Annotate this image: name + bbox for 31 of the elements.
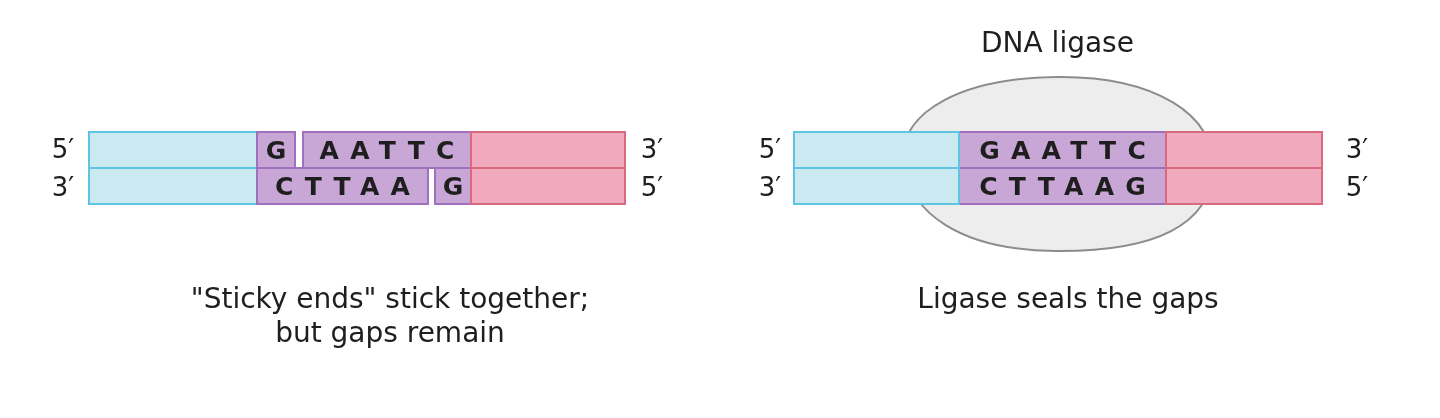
strand-end-label: 5′ xyxy=(640,173,664,203)
dna-strand-segment xyxy=(793,131,960,169)
sequence-segment xyxy=(256,131,296,169)
strand-end-label: 3′ xyxy=(758,173,782,203)
strand-end-label: 3′ xyxy=(1345,135,1369,165)
strand-end-label: 5′ xyxy=(51,135,75,165)
base-sequence: CTTAAG xyxy=(978,173,1158,199)
base-sequence: G xyxy=(441,173,475,199)
sequence-segment xyxy=(958,167,1167,205)
base-sequence: GAATTC xyxy=(978,137,1158,163)
dna-strand-segment xyxy=(470,131,626,169)
base-sequence: CTTAA xyxy=(274,173,422,199)
strand-end-label: 3′ xyxy=(640,135,664,165)
enzyme-label: DNA ligase xyxy=(980,26,1135,60)
sequence-segment xyxy=(256,167,429,205)
dna-strand-segment xyxy=(88,167,258,205)
sequence-segment xyxy=(302,131,472,169)
caption: "Sticky ends" stick together; but gaps remain xyxy=(189,282,591,350)
sequence-segment xyxy=(958,131,1167,169)
caption: Ligase seals the gaps xyxy=(916,282,1220,316)
base-sequence: G xyxy=(264,137,298,163)
strand-end-label: 5′ xyxy=(758,135,782,165)
strand-end-label: 3′ xyxy=(51,173,75,203)
strand-end-label: 5′ xyxy=(1345,173,1369,203)
sequence-segment xyxy=(434,167,472,205)
dna-strand-segment xyxy=(1165,167,1323,205)
dna-strand-segment xyxy=(470,167,626,205)
dna-strand-segment xyxy=(793,167,960,205)
base-sequence: AATTC xyxy=(318,137,466,163)
dna-strand-segment xyxy=(1165,131,1323,169)
dna-strand-segment xyxy=(88,131,258,169)
